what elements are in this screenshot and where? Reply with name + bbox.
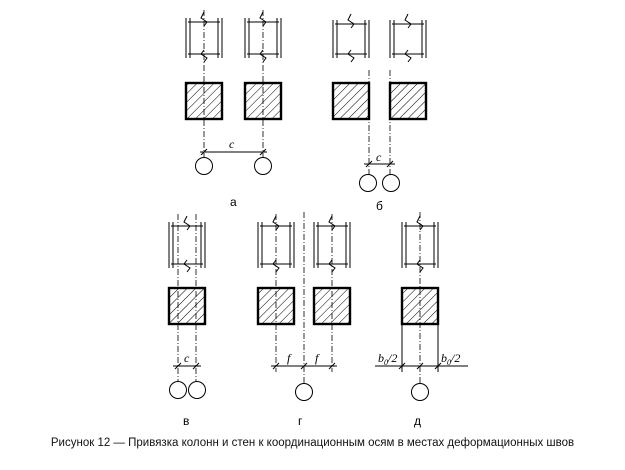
panel-g: f f г: [256, 212, 352, 428]
panel-g-label: г: [298, 414, 303, 428]
panel-d: b0/2 b0/2 д: [375, 212, 468, 428]
panel-g-wall-right: [313, 215, 351, 273]
panel-a-dim-label: c: [229, 137, 235, 151]
panel-d-label: д: [414, 414, 421, 428]
panel-v-label: в: [183, 414, 189, 428]
panel-a-label: а: [230, 195, 237, 209]
panel-v-column: [167, 286, 207, 326]
panel-b-axis-marker-right: [382, 174, 400, 192]
panel-d-axis-marker: [411, 383, 429, 401]
panel-a: c а: [184, 10, 283, 209]
panel-v-dim-label: c: [184, 351, 190, 365]
panel-b-wall-right: [389, 13, 427, 63]
panel-g-axis-marker: [295, 383, 313, 401]
panel-g-dim-label-right: f: [315, 351, 320, 365]
panel-v-axis-marker-right: [188, 381, 206, 399]
panel-v: c в: [167, 214, 207, 428]
panel-b-column-left: [331, 81, 371, 121]
panel-d-dim-label-right: b0/2: [441, 351, 460, 367]
panel-a-axis-marker-left: [195, 157, 213, 175]
figure-caption: Рисунок 12 — Привязка колонн и стен к ко…: [50, 437, 575, 449]
panel-b: c б: [331, 13, 428, 213]
panel-b-wall-left: [332, 13, 370, 63]
panel-b-label: б: [376, 199, 383, 213]
panel-a-axis-marker-right: [254, 157, 272, 175]
panel-g-dim-label-left: f: [287, 351, 292, 365]
panel-v-wall: [168, 215, 206, 273]
panel-v-axis-marker-left: [169, 381, 187, 399]
panel-b-axis-marker-left: [359, 174, 377, 192]
panel-b-dim-label: c: [376, 150, 382, 164]
panel-b-column-right: [388, 81, 428, 121]
panel-d-dim-label-left: b0/2: [378, 351, 397, 367]
